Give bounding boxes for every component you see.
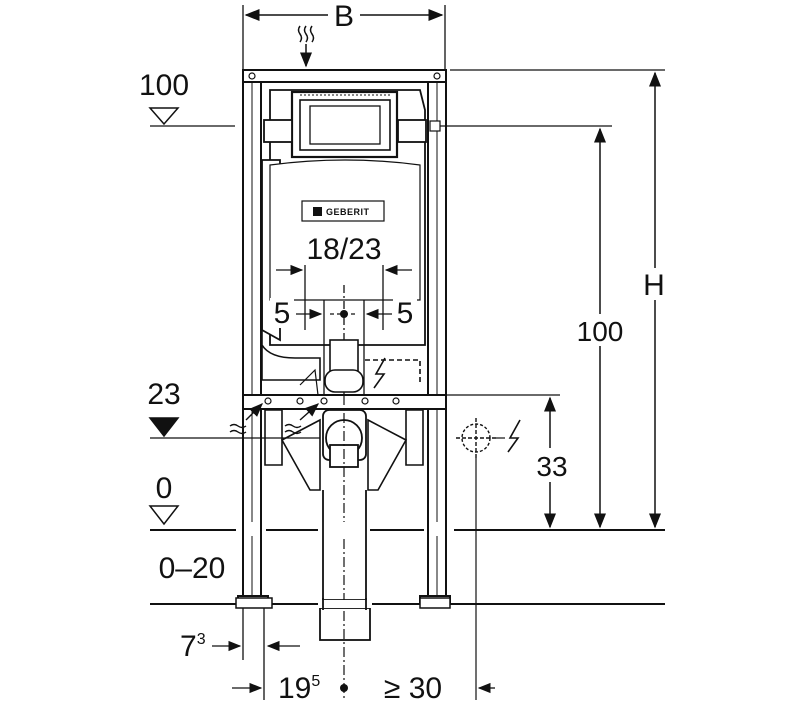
crosshair-icon: [456, 418, 496, 458]
level-marker-icon: [148, 505, 180, 526]
installation-frame: [237, 69, 451, 605]
height-label: H: [643, 269, 665, 302]
water-supply-icon: [229, 403, 320, 435]
brand-logo: GEBERIT: [301, 200, 385, 222]
dim-33-label: 33: [536, 451, 567, 482]
level-23-marker: 23: [147, 378, 560, 439]
range-0-20-label: 0–20: [159, 552, 226, 585]
bottom-dimensions: [212, 608, 495, 700]
dim-18-23-label: 18/23: [306, 233, 381, 266]
dim-7-label: 73: [180, 630, 206, 663]
level-23-label: 23: [147, 378, 180, 411]
cistern: [261, 89, 427, 346]
electrical-icon: [507, 419, 521, 453]
width-dimension: B: [242, 0, 446, 70]
flush-pipe-assembly: [261, 300, 421, 396]
width-label: B: [334, 0, 354, 33]
level-marker-icon: [148, 107, 180, 126]
dim-19-label: 195: [278, 672, 320, 700]
dim-min-30-label: ≥ 30: [384, 672, 442, 700]
level-0-label: 0: [156, 472, 173, 505]
level-100-left-label: 100: [139, 69, 189, 102]
electrical-icon: [373, 357, 386, 389]
dim-5-left-label: 5: [274, 297, 291, 330]
logo-text: GEBERIT: [326, 207, 370, 217]
level-marker-icon: [148, 417, 180, 438]
dim-100-right-label: 100: [577, 316, 624, 347]
water-supply-icon: [297, 25, 315, 68]
level-100-marker: 100: [139, 69, 235, 127]
outlet-spacing-dimension: [276, 260, 412, 330]
level-0-marker: 0: [148, 472, 665, 531]
dim-5-right-label: 5: [397, 297, 414, 330]
